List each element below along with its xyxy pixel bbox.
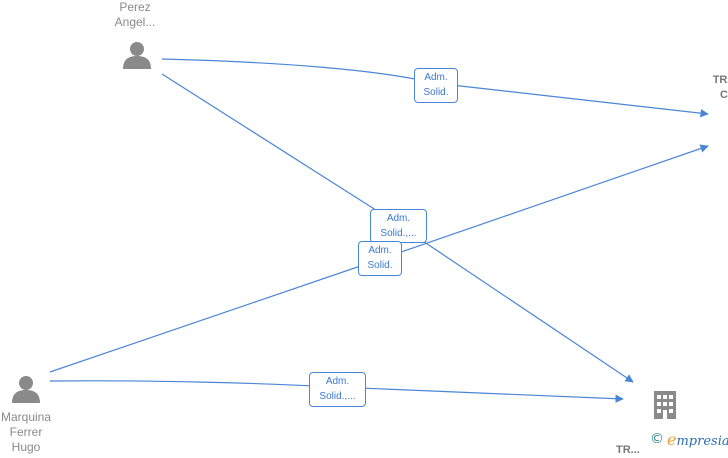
empresia-logo: © empresia [650,429,728,449]
brand-name-rest: mpresia [676,433,728,449]
edge-label-marquina-top[interactable]: Adm. Solid. [358,241,402,276]
person-icon[interactable] [123,42,151,69]
person-icon[interactable] [12,376,40,403]
brand-first-letter: e [667,429,677,449]
edge-label-perez-bottom[interactable]: Adm. Solid.,... [370,209,427,243]
building-icon[interactable] [654,391,676,419]
copyright-icon: © [650,431,664,447]
person-label-perez[interactable]: Perez Angel... [114,0,156,29]
company-label-top[interactable]: TRA C [712,74,728,101]
person-label-marquina[interactable]: Marquina Ferrer Hugo [0,410,52,454]
edge-label-marquina-bottom[interactable]: Adm. Solid.,... [309,372,366,407]
edge-label-perez-top[interactable]: Adm. Solid. [414,68,458,103]
